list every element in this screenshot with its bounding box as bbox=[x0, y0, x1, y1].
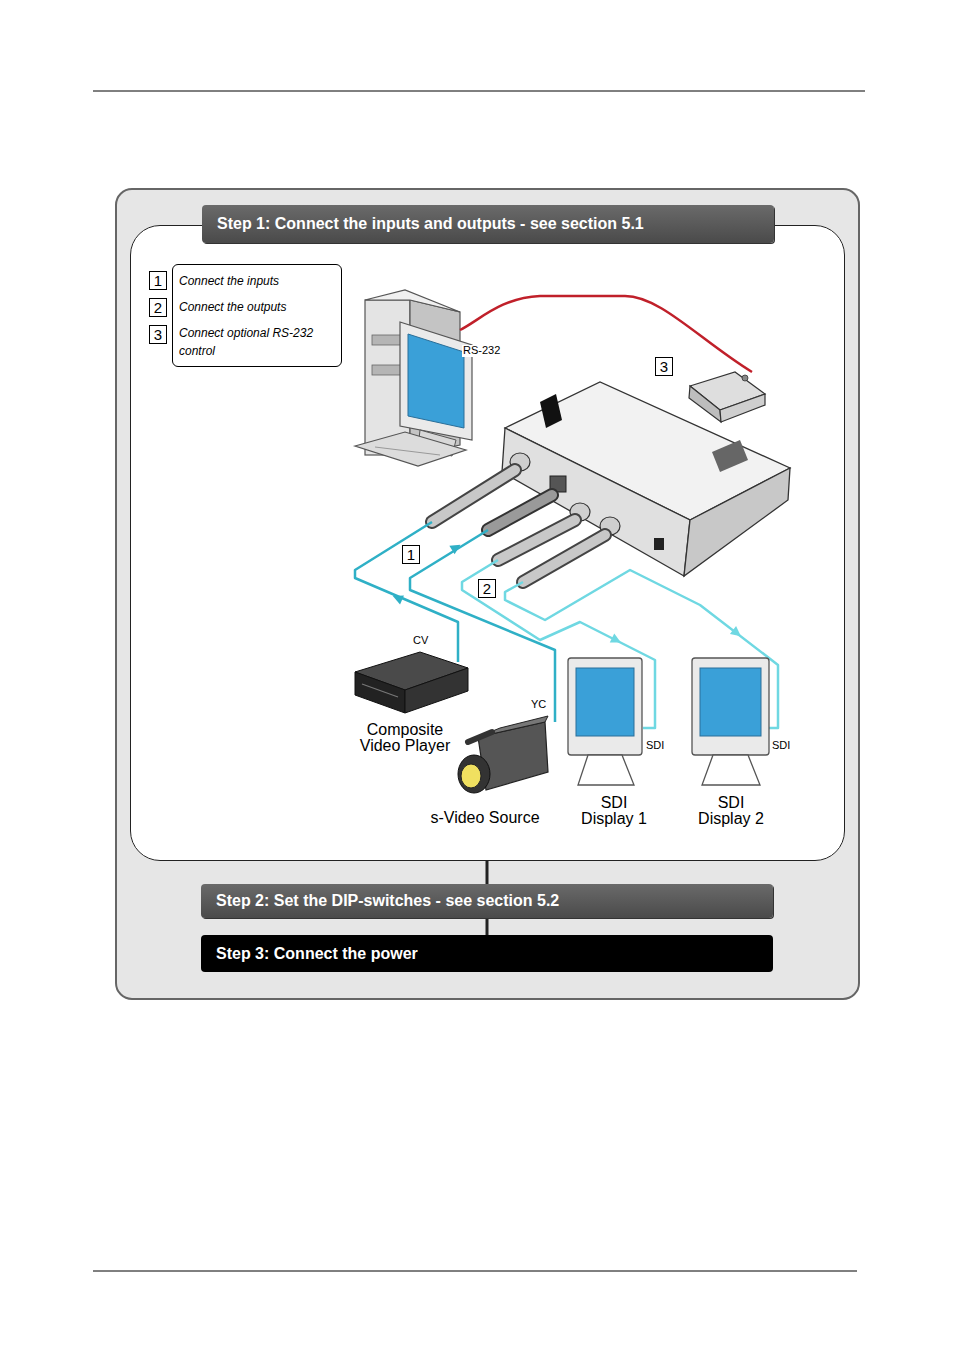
device-caption: SDI Display 2 bbox=[691, 795, 771, 827]
device-caption: s-Video Source bbox=[415, 810, 555, 826]
display-screen bbox=[576, 668, 634, 736]
player-slot bbox=[362, 684, 398, 697]
connector-face bbox=[689, 386, 721, 422]
camcorder-illustration bbox=[458, 716, 548, 793]
step-heading: Step 3: Connect the power bbox=[216, 945, 418, 963]
rs232-connector bbox=[689, 372, 765, 422]
signal-label: SDI bbox=[645, 740, 665, 752]
signal-label: CV bbox=[412, 635, 429, 647]
connector-side bbox=[720, 394, 765, 422]
legend-text: Connect optional RS-232 control bbox=[179, 324, 333, 360]
keyboard bbox=[355, 432, 466, 466]
plug-outline bbox=[488, 495, 552, 530]
signal-arrow bbox=[449, 540, 463, 554]
drive-bay bbox=[372, 335, 402, 345]
device-caption: SDI Display 1 bbox=[574, 795, 654, 827]
svideo-plug bbox=[488, 495, 552, 530]
legend-text: Connect the inputs bbox=[179, 272, 333, 290]
keyboard-keys bbox=[375, 447, 440, 455]
rs232-cable bbox=[460, 296, 752, 372]
converter-device bbox=[502, 382, 790, 576]
tower-top bbox=[365, 290, 460, 312]
camcorder-lens bbox=[461, 764, 481, 788]
display-stand bbox=[702, 755, 760, 785]
camcorder-lens-barrel bbox=[458, 755, 490, 793]
power-jack bbox=[654, 538, 664, 550]
step-connector bbox=[486, 861, 489, 884]
legend-box: Connect the inputsConnect the outputsCon… bbox=[172, 264, 342, 367]
callout-number: 2 bbox=[149, 298, 167, 317]
device-caption: Composite Video Player bbox=[353, 722, 457, 754]
step-band: Step 1: Connect the inputs and outputs -… bbox=[202, 205, 774, 243]
connector-screw bbox=[742, 375, 748, 381]
signal-arrow bbox=[610, 634, 623, 647]
inner-panel-ground bbox=[130, 225, 845, 861]
step-heading: Step 2: Set the DIP-switches - see secti… bbox=[216, 892, 559, 910]
display-bezel bbox=[568, 658, 642, 755]
cv-cable bbox=[355, 522, 458, 662]
kramer-logo bbox=[540, 394, 562, 428]
display-bezel bbox=[692, 658, 769, 755]
display-screen bbox=[700, 668, 761, 736]
monitor-screen bbox=[408, 334, 464, 428]
callout-number: 3 bbox=[655, 357, 673, 376]
callout-number: 3 bbox=[149, 325, 167, 344]
player-side bbox=[405, 668, 468, 713]
display-illustration bbox=[692, 658, 769, 785]
step-connector bbox=[486, 918, 489, 935]
step-band: Step 2: Set the DIP-switches - see secti… bbox=[201, 884, 773, 918]
video-player-illustration bbox=[355, 652, 468, 713]
step-heading: Step 1: Connect the inputs and outputs -… bbox=[217, 215, 644, 233]
step-panel: Step 1: Connect the inputs and outputs -… bbox=[130, 225, 845, 861]
device-side bbox=[684, 468, 790, 576]
bnc-plug bbox=[523, 535, 605, 582]
outer-panel bbox=[116, 189, 859, 999]
display-stand bbox=[578, 755, 634, 785]
cable-plugs bbox=[432, 470, 605, 582]
player-front bbox=[355, 672, 405, 713]
signal-arrow bbox=[730, 626, 744, 640]
footer-rule bbox=[93, 1271, 857, 1272]
dip-switch-block bbox=[712, 440, 748, 472]
port-label: RS-232 bbox=[462, 345, 501, 357]
signal-label: YC bbox=[530, 699, 547, 711]
callout-number: 1 bbox=[149, 271, 167, 290]
legend-text: Connect the outputs bbox=[179, 298, 333, 316]
display-illustration bbox=[568, 658, 642, 785]
callout-number: 1 bbox=[402, 545, 420, 564]
computer-illustration bbox=[355, 290, 472, 466]
signal-label: SDI bbox=[771, 740, 791, 752]
callout-number: 2 bbox=[478, 579, 496, 598]
camcorder-mic bbox=[468, 732, 492, 742]
drive-bay bbox=[372, 365, 402, 375]
header-rule bbox=[93, 91, 865, 92]
step-band: Step 3: Connect the power bbox=[201, 935, 773, 972]
monitor-bezel bbox=[400, 322, 472, 440]
plug-outline bbox=[523, 535, 605, 582]
signal-arrow bbox=[391, 591, 404, 604]
